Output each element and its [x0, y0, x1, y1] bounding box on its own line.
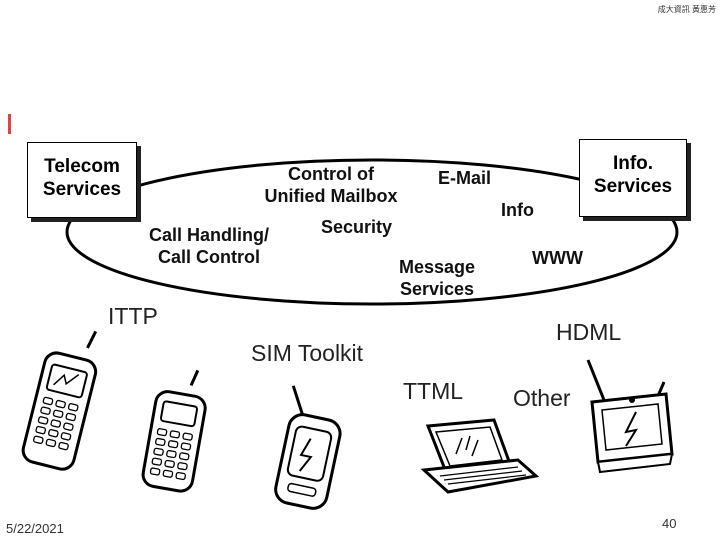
telecom-box-line2: Services	[42, 179, 122, 200]
protocol-ittp: ITTP	[108, 303, 158, 329]
services-ellipse	[65, 158, 679, 306]
red-mark	[8, 114, 11, 134]
header-author: 成大資訊 黃惠芳	[657, 5, 716, 14]
protocol-sim-toolkit: SIM Toolkit	[251, 340, 364, 366]
info-box-line1: Info.	[612, 153, 654, 174]
label-email: E-Mail	[438, 168, 492, 188]
pda-tablet-icon	[586, 359, 674, 474]
label-info: Info	[501, 200, 534, 220]
label-call-handling: Call Handling/ Call Control	[148, 225, 269, 267]
mobile-phone-1-icon	[21, 330, 98, 471]
mobile-phone-2-icon	[141, 369, 207, 493]
footer-date: 5/22/2021	[6, 521, 64, 536]
smart-phone-icon	[274, 385, 342, 510]
label-www: WWW	[532, 248, 583, 268]
telecom-services-box: Telecom Services	[27, 142, 137, 218]
protocol-hdml: HDML	[556, 319, 622, 345]
label-message-services: Message Services	[398, 257, 476, 299]
label-control-unified-mailbox: Control of Unified Mailbox	[264, 164, 398, 206]
protocol-ttml: TTML	[403, 378, 464, 404]
handheld-organizer-icon	[420, 418, 540, 494]
footer-page-number: 40	[662, 516, 677, 531]
info-box-line2: Services	[593, 176, 673, 197]
label-security: Security	[321, 217, 393, 237]
telecom-box-line1: Telecom	[44, 156, 120, 177]
info-services-box: Info. Services	[579, 139, 687, 217]
protocol-other: Other	[513, 385, 571, 411]
